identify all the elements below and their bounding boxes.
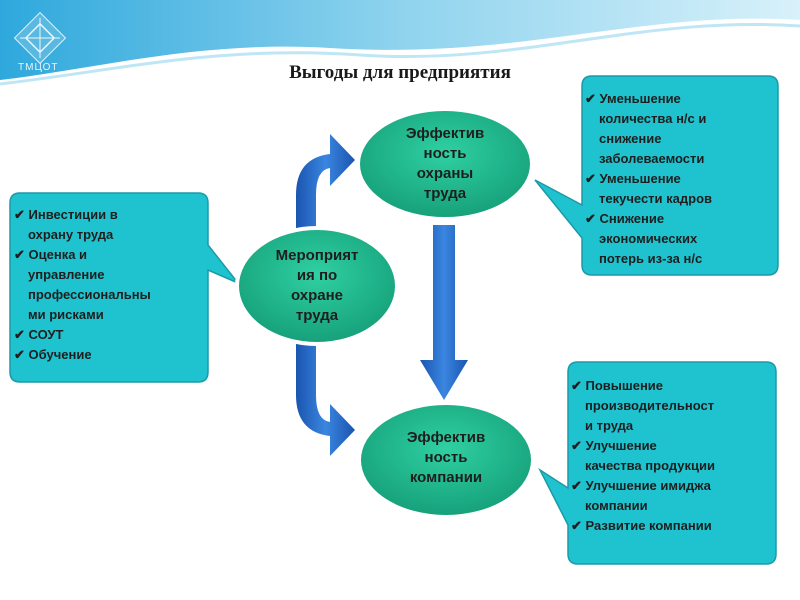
callout-item: ми рисками [14,305,151,325]
arrow-curved-down [296,342,355,456]
callout-left [9,192,239,383]
callout-item: ✔ Улучшение [571,436,715,456]
callout-item-text: текучести кадров [599,191,713,206]
callout-item-text: экономических [599,231,698,246]
callout-item: ✔ СОУТ [14,325,151,345]
callout-item: снижение [585,129,712,149]
checkmark-icon: ✔ [585,171,600,186]
callout-item: компании [571,496,715,516]
callout-item: заболеваемости [585,149,712,169]
node-line: ность [424,449,468,466]
callout-item: ✔ Обучение [14,345,151,365]
callout-item-text: профессиональны [28,287,151,302]
callout-item-text: потерь из-за н/с [599,251,703,266]
callout-item-text: заболеваемости [599,151,705,166]
callout-item: ✔ Улучшение имиджа [571,476,715,496]
node-activities: Мероприят ия по охране труда [242,246,392,326]
callout-item: ✔ Оценка и [14,245,151,265]
checkmark-icon: ✔ [14,207,29,222]
node-activities-shape [235,226,399,346]
callout-item-text: Улучшение [585,438,657,453]
node-line: ия по [296,267,338,284]
callout-top-right [534,75,779,276]
callout-bottom-right [538,361,777,565]
node-line: Эффектив [405,125,485,142]
callout-item-text: Повышение [585,378,664,393]
callout-item: текучести кадров [585,189,712,209]
callout-item-text: производительност [585,398,715,413]
logo-text: ТМЦОТ [18,62,59,73]
callout-item: ✔ Снижение [585,209,712,229]
callout-item-text: Улучшение имиджа [585,478,711,493]
callout-item: количества н/с и [585,109,712,129]
node-company-efficiency-shape [357,401,535,519]
header-banner [0,0,800,80]
callout-item-text: компании [585,498,648,513]
callout-item: ✔ Уменьшение [585,169,712,189]
logo-icon [13,11,67,65]
node-line: Эффектив [406,429,486,446]
node-safety-efficiency-shape [356,107,534,221]
callout-item-text: Оценка и [28,247,88,262]
callout-item-text: управление [28,267,105,282]
callout-item-text: качества продукции [585,458,715,473]
checkmark-icon: ✔ [571,518,586,533]
node-line: охране [290,287,344,304]
callout-item-text: Развитие компании [585,518,712,533]
node-safety-efficiency: Эффектив ность охраны труда [365,124,525,204]
callout-top-right-text: ✔ Уменьшение количества н/с и снижение забо… [585,89,712,269]
node-line: компании [409,469,483,486]
callout-item: качества продукции [571,456,715,476]
callout-item: ✔ Уменьшение [585,89,712,109]
arrow-curved-up [296,134,355,250]
callout-item: потерь из-за н/с [585,249,712,269]
callout-item: ✔ Инвестиции в [14,205,151,225]
checkmark-icon: ✔ [14,247,29,262]
checkmark-icon: ✔ [585,91,600,106]
callout-item-text: охрану труда [28,227,114,242]
callout-item-text: и труда [585,418,634,433]
callout-bottom-right-text: ✔ Повышение производительност и труда ✔ Улу… [571,376,715,536]
node-line: Мероприят [275,247,359,264]
callout-item: и труда [571,416,715,436]
node-company-efficiency: Эффектив ность компании [366,428,526,488]
callout-item: управление [14,265,151,285]
checkmark-icon: ✔ [14,347,29,362]
callout-item-text: ми рисками [28,307,104,322]
callout-item-text: количества н/с и [599,111,707,126]
callout-item-text: Инвестиции в [28,207,118,222]
callout-item: профессиональны [14,285,151,305]
callout-item-text: Обучение [28,347,92,362]
checkmark-icon: ✔ [571,478,586,493]
checkmark-icon: ✔ [585,211,600,226]
node-line: ность [423,145,467,162]
callout-item-text: Уменьшение [599,91,681,106]
callout-item: экономических [585,229,712,249]
callout-item-text: СОУТ [28,327,64,342]
node-line: охраны [416,165,474,182]
callout-item-text: Снижение [599,211,665,226]
checkmark-icon: ✔ [14,327,29,342]
arrow-straight-down [420,225,468,400]
callout-item-text: Уменьшение [599,171,681,186]
callout-item: ✔ Развитие компании [571,516,715,536]
checkmark-icon: ✔ [571,378,586,393]
callout-left-text: ✔ Инвестиции в охрану труда ✔ Оценка и упра… [14,205,151,365]
checkmark-icon: ✔ [571,438,586,453]
page-title: Выгоды для предприятия [289,62,511,83]
node-line: труда [423,185,467,202]
callout-item: ✔ Повышение [571,376,715,396]
node-line: труда [295,307,339,324]
header-wave-line [0,22,800,86]
callout-item-text: снижение [599,131,662,146]
callout-item: производительност [571,396,715,416]
callout-item: охрану труда [14,225,151,245]
